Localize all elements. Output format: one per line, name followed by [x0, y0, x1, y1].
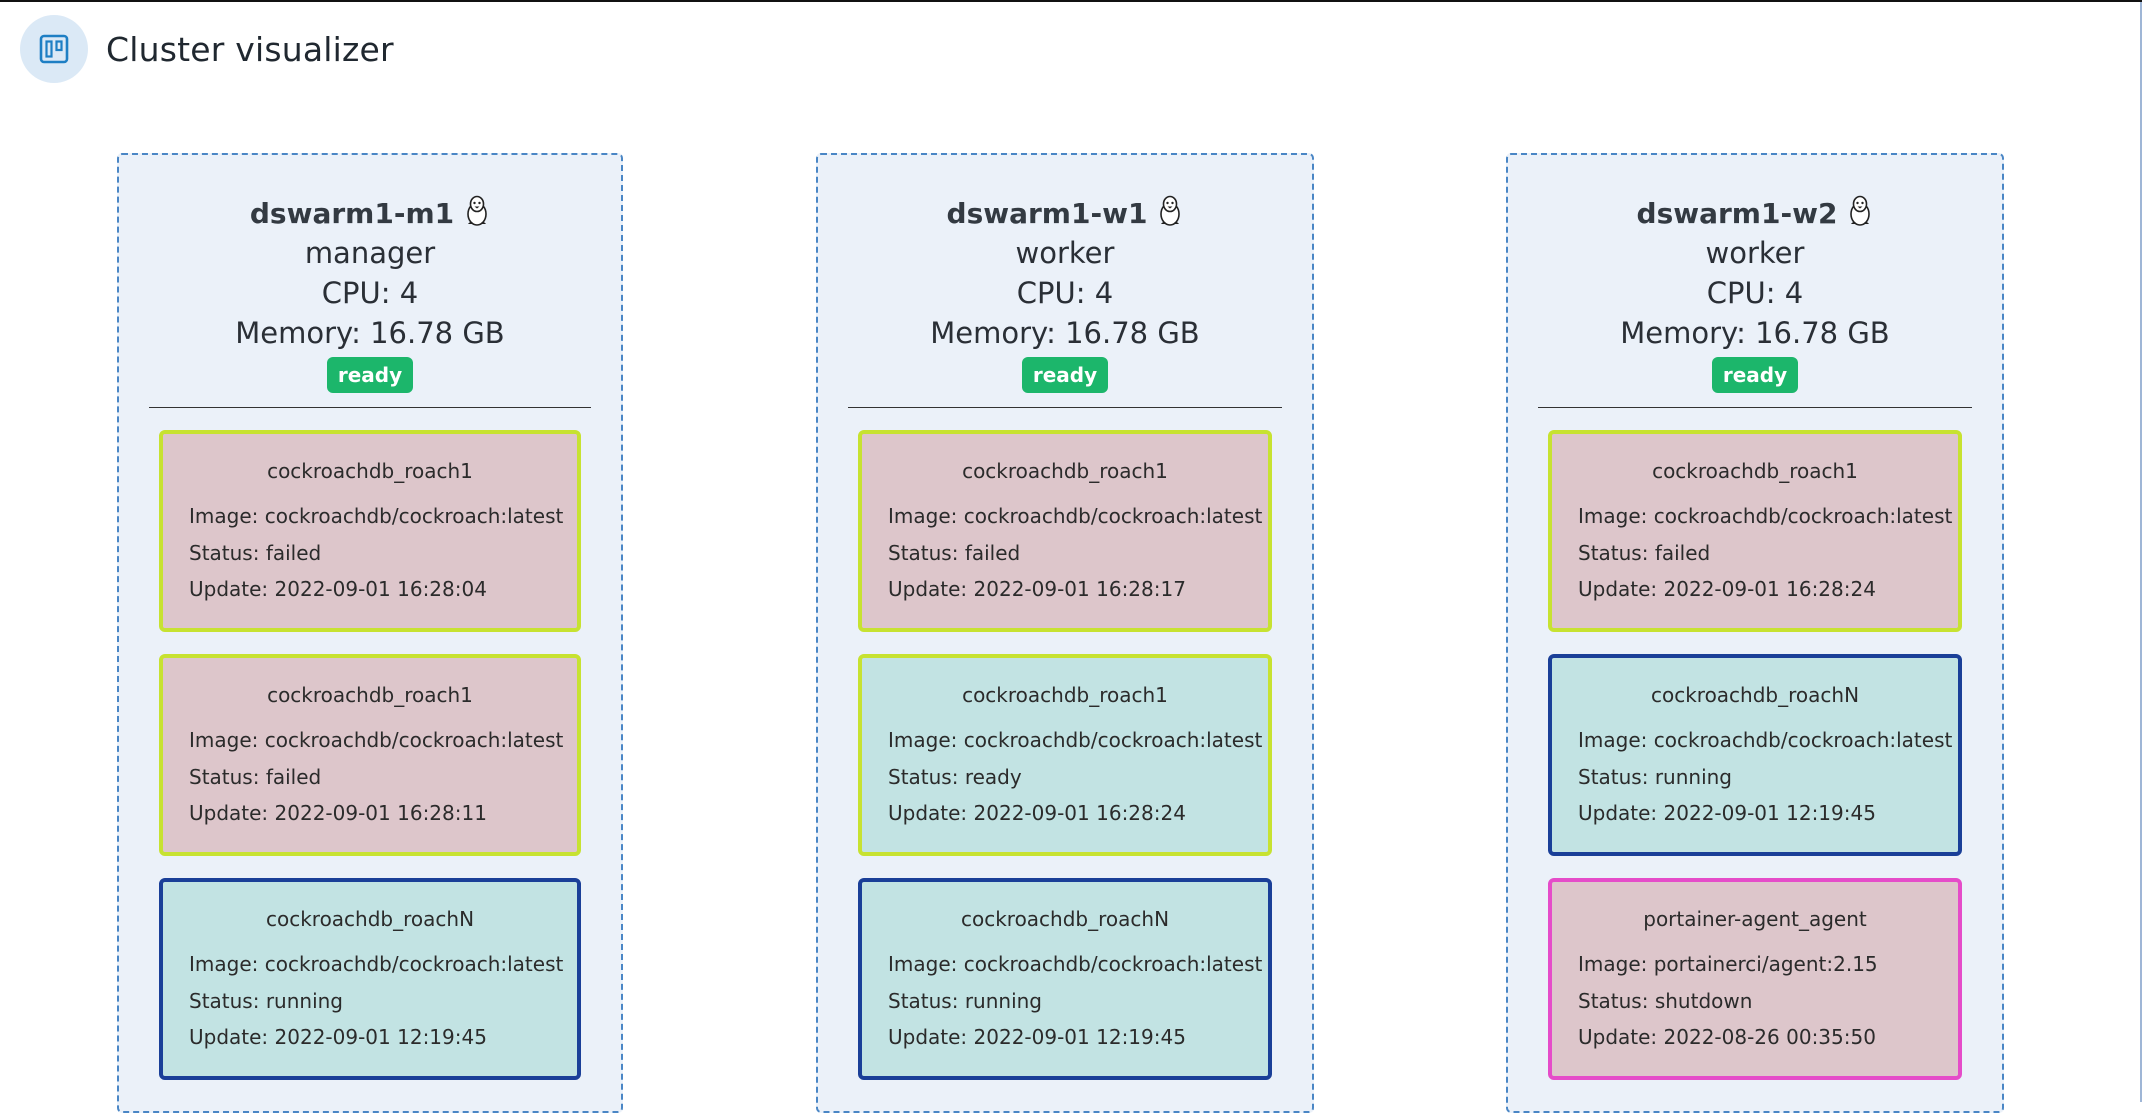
task-image: Image: cockroachdb/cockroach:latest: [888, 952, 1263, 976]
linux-tux-icon: [464, 195, 490, 231]
linux-tux-icon: [1157, 195, 1183, 231]
task-name: cockroachdb_roachN: [265, 907, 475, 931]
task-card[interactable]: cockroachdb_roach1 Image: cockroachdb/co…: [858, 430, 1272, 632]
node-divider: [1538, 407, 1972, 408]
task-status: Status: failed: [888, 540, 1021, 565]
task-update: Update: 2022-08-26 00:35:50: [1578, 1025, 1876, 1049]
cluster-visualizer-icon: [20, 15, 88, 83]
node-cpu: CPU: 4: [321, 276, 419, 310]
task-card[interactable]: cockroachdb_roachN Image: cockroachdb/co…: [858, 878, 1272, 1080]
page-right-edge: [2140, 2, 2142, 1102]
node-memory: Memory: 16.78 GB: [235, 316, 505, 350]
task-name: cockroachdb_roach1: [962, 683, 1168, 707]
task-card[interactable]: cockroachdb_roachN Image: cockroachdb/co…: [159, 878, 581, 1080]
node-role: worker: [1015, 236, 1115, 270]
task-status: Status: shutdown: [1578, 988, 1753, 1013]
task-name: cockroachdb_roach1: [267, 683, 473, 707]
task-image: Image: cockroachdb/cockroach:latest: [189, 728, 564, 752]
status-badge: ready: [1021, 357, 1109, 393]
node-name: dswarm1-w2: [1636, 196, 1838, 230]
node-cpu: CPU: 4: [1016, 276, 1114, 310]
page-title: Cluster visualizer: [106, 29, 394, 69]
node-role: manager: [304, 236, 436, 270]
node-name: dswarm1-m1: [249, 196, 455, 230]
task-update: Update: 2022-09-01 12:19:45: [189, 1025, 487, 1049]
node-name: dswarm1-w1: [946, 196, 1148, 230]
task-update: Update: 2022-09-01 16:28:24: [888, 801, 1186, 825]
task-image: Image: cockroachdb/cockroach:latest: [189, 504, 564, 528]
task-card[interactable]: portainer-agent_agent Image: portainerci…: [1548, 878, 1962, 1080]
task-status: Status: running: [189, 988, 344, 1013]
task-card[interactable]: cockroachdb_roachN Image: cockroachdb/co…: [1548, 654, 1962, 856]
page-header: Cluster visualizer: [20, 15, 394, 83]
task-card[interactable]: cockroachdb_roach1 Image: cockroachdb/co…: [1548, 430, 1962, 632]
linux-tux-icon: [1847, 195, 1873, 231]
task-card[interactable]: cockroachdb_roach1 Image: cockroachdb/co…: [858, 654, 1272, 856]
task-image: Image: portainerci/agent:2.15: [1578, 952, 1878, 976]
node-memory: Memory: 16.78 GB: [1620, 316, 1890, 350]
task-image: Image: cockroachdb/cockroach:latest: [1578, 728, 1953, 752]
node-role: worker: [1705, 236, 1805, 270]
task-update: Update: 2022-09-01 16:28:24: [1578, 577, 1876, 601]
task-name: cockroachdb_roach1: [1652, 459, 1858, 483]
status-badge: ready: [1711, 357, 1799, 393]
task-name: cockroachdb_roach1: [962, 459, 1168, 483]
task-status: Status: failed: [189, 540, 322, 565]
node-card: dswarm1-w1 worker CPU: 4 Memory: 16.78 G…: [816, 153, 1314, 1113]
task-status: Status: running: [1578, 764, 1733, 789]
node-memory: Memory: 16.78 GB: [930, 316, 1200, 350]
node-card: dswarm1-m1 manager CPU: 4 Memory: 16.78 …: [117, 153, 623, 1113]
node-cpu: CPU: 4: [1706, 276, 1804, 310]
task-name: cockroachdb_roachN: [1650, 683, 1860, 707]
task-update: Update: 2022-09-01 16:28:04: [189, 577, 487, 601]
task-image: Image: cockroachdb/cockroach:latest: [888, 728, 1263, 752]
task-status: Status: failed: [189, 764, 322, 789]
columns-icon: [39, 34, 69, 64]
node-divider: [848, 407, 1282, 408]
task-card[interactable]: cockroachdb_roach1 Image: cockroachdb/co…: [159, 430, 581, 632]
task-status: Status: ready: [888, 764, 1022, 789]
task-image: Image: cockroachdb/cockroach:latest: [189, 952, 564, 976]
task-name: portainer-agent_agent: [1643, 907, 1867, 931]
status-badge: ready: [326, 357, 414, 393]
task-update: Update: 2022-09-01 16:28:17: [888, 577, 1186, 601]
task-update: Update: 2022-09-01 12:19:45: [1578, 801, 1876, 825]
task-status: Status: failed: [1578, 540, 1711, 565]
task-name: cockroachdb_roachN: [960, 907, 1170, 931]
task-image: Image: cockroachdb/cockroach:latest: [1578, 504, 1953, 528]
task-name: cockroachdb_roach1: [267, 459, 473, 483]
node-card: dswarm1-w2 worker CPU: 4 Memory: 16.78 G…: [1506, 153, 2004, 1113]
task-update: Update: 2022-09-01 12:19:45: [888, 1025, 1186, 1049]
task-image: Image: cockroachdb/cockroach:latest: [888, 504, 1263, 528]
task-update: Update: 2022-09-01 16:28:11: [189, 801, 487, 825]
task-card[interactable]: cockroachdb_roach1 Image: cockroachdb/co…: [159, 654, 581, 856]
task-status: Status: running: [888, 988, 1043, 1013]
node-divider: [149, 407, 591, 408]
